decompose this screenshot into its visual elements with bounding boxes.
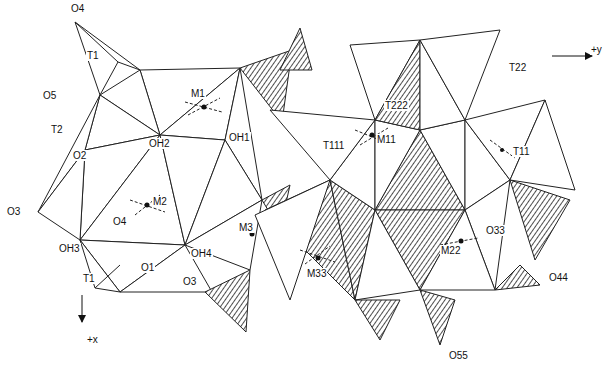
site-label: T11 (512, 146, 531, 157)
site-label: T1 (86, 50, 100, 61)
site-label: O3 (6, 206, 21, 217)
site-label: OH3 (58, 243, 81, 254)
site-label: O3 (182, 276, 197, 287)
site-label: T22 (508, 62, 527, 73)
site-label: O2 (72, 150, 87, 161)
site-label: O5 (42, 90, 57, 101)
site-label: M33 (306, 268, 327, 279)
site-label: OH4 (190, 248, 213, 259)
site-label: O33 (485, 225, 506, 236)
site-label: M1 (190, 88, 206, 99)
site-label: T1 (82, 273, 96, 284)
site-label: O4 (70, 3, 85, 14)
site-label: M11 (376, 134, 397, 145)
site-label: M2 (152, 196, 168, 207)
site-label: M3 (238, 222, 254, 233)
site-label: M22 (440, 245, 461, 256)
site-label: +x (86, 334, 99, 345)
site-label: OH2 (148, 138, 171, 149)
site-label: OH1 (228, 132, 251, 143)
site-label: T222 (384, 100, 409, 111)
site-label: T111 (322, 140, 345, 151)
site-label: O1 (140, 262, 155, 273)
site-label: O4 (112, 216, 127, 227)
site-label: T2 (50, 124, 64, 135)
site-label: O44 (548, 272, 569, 283)
site-label: +y (590, 44, 603, 55)
site-label: O55 (448, 350, 469, 361)
